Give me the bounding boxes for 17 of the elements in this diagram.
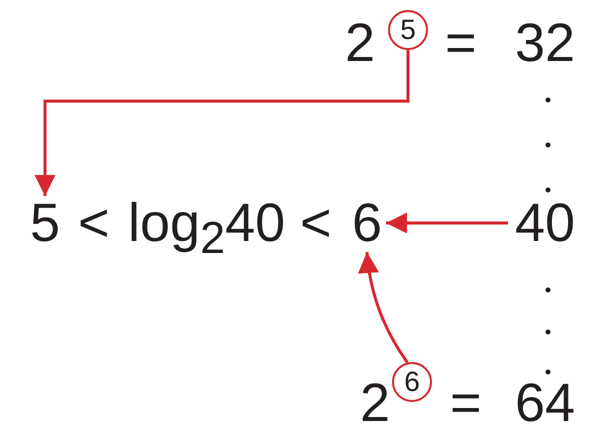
math-text: log$_{2}$40 [128,196,286,265]
math-text: 32 [515,16,576,70]
number: 6 [352,196,382,250]
math-text: < [300,196,332,250]
math-text: < [78,196,110,250]
number: 40 [515,196,576,250]
math-text: 64 [515,376,576,430]
math-text: = [445,16,477,70]
number: 5 [30,196,60,250]
circled-exponent: 6 [392,362,432,402]
arrow [386,212,508,234]
math-text: 2 [345,16,376,70]
arrow [358,252,409,364]
math-text: 2 [360,376,390,430]
arrow [34,50,410,196]
circled-exponent: 5 [388,10,428,50]
math-text: = [450,376,482,430]
